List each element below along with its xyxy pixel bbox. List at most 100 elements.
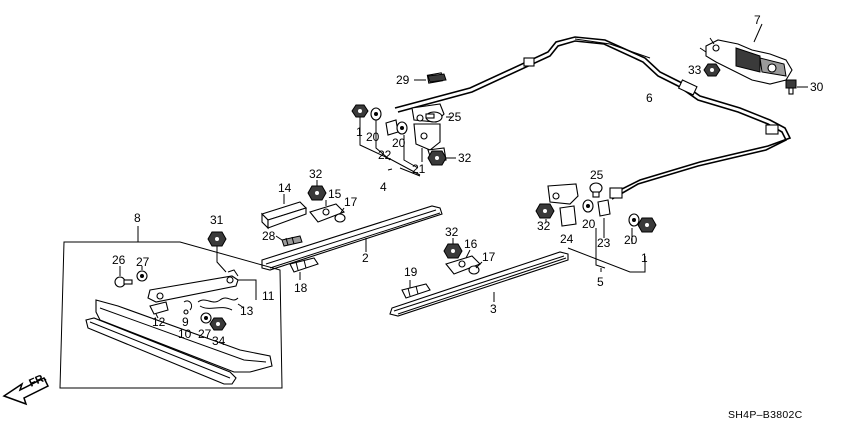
leader-20-left-a <box>375 120 391 161</box>
leader-20-right-a <box>595 228 606 269</box>
bolt-25-left <box>425 111 443 123</box>
washer-27-bottom <box>200 312 212 324</box>
callout-1-right: 1 <box>641 251 648 265</box>
shoe-19 <box>401 283 431 299</box>
nut-32-right <box>535 203 555 219</box>
callout-12: 12 <box>152 315 166 329</box>
callout-7: 7 <box>754 13 761 27</box>
nut-33 <box>703 63 721 77</box>
callout-28: 28 <box>262 229 276 243</box>
callout-15: 15 <box>328 187 342 201</box>
washer-27-top <box>136 270 148 282</box>
callout-14: 14 <box>278 181 292 195</box>
deflector-assembly-boundary <box>59 241 283 389</box>
callout-25-left: 25 <box>448 110 462 124</box>
callout-19: 19 <box>404 265 418 279</box>
front-direction-arrow <box>2 376 50 406</box>
callout-31: 31 <box>210 213 224 227</box>
pin-10 <box>183 309 189 315</box>
callout-20-right-b: 20 <box>624 233 638 247</box>
spring-clip-9 <box>183 300 193 311</box>
callout-3: 3 <box>490 302 497 316</box>
callout-4: 4 <box>380 180 387 194</box>
callout-33: 33 <box>688 63 702 77</box>
callout-32-right: 32 <box>537 219 551 233</box>
diagram-code: SH4P–B3802C <box>728 409 803 421</box>
callout-32-right-rail: 32 <box>445 225 459 239</box>
callout-5: 5 <box>597 275 604 289</box>
slider-15 <box>309 203 345 223</box>
bolt-26 <box>114 276 133 288</box>
nut-1-right <box>637 217 657 233</box>
callout-30: 30 <box>810 80 824 94</box>
cable-bracket-right-group <box>547 183 579 227</box>
leader-11 <box>238 279 257 300</box>
callout-32-left-rail: 32 <box>309 167 323 181</box>
callout-10: 10 <box>178 327 192 341</box>
callout-6: 6 <box>646 91 653 105</box>
nut-1-left <box>351 104 369 118</box>
callout-17-upper: 17 <box>344 195 358 209</box>
leader-4 <box>387 167 421 177</box>
nut-32-upper <box>427 150 447 166</box>
nut-31 <box>207 231 227 273</box>
callout-29: 29 <box>396 73 410 87</box>
callout-27-bottom: 27 <box>198 327 212 341</box>
leader-16 <box>465 249 471 259</box>
leader-20-left-b <box>403 135 419 169</box>
callout-9: 9 <box>182 315 189 329</box>
leader-1-left <box>359 117 421 176</box>
deflector-arm <box>147 269 239 303</box>
callout-11: 11 <box>262 289 275 303</box>
callout-32-upper: 32 <box>458 151 472 165</box>
bolt-25-right <box>589 182 603 198</box>
deflector-seal <box>85 317 237 385</box>
washer-20-right-b <box>628 213 640 227</box>
callout-26: 26 <box>112 253 126 267</box>
clip-29 <box>427 73 447 83</box>
callout-1-left: 1 <box>356 125 363 139</box>
deflector-spring <box>197 297 239 311</box>
callout-24: 24 <box>560 232 574 246</box>
shoe-28 <box>281 235 303 247</box>
nut-32-left-rail <box>307 185 327 201</box>
leader-17-upper <box>339 207 345 215</box>
leader-7 <box>753 23 763 43</box>
callout-22: 22 <box>378 148 392 162</box>
callout-17-lower: 17 <box>482 250 496 264</box>
leader-5-group <box>567 247 646 273</box>
guide-rail-left <box>261 205 443 271</box>
leader-17-lower <box>475 261 483 269</box>
callout-20-left-b: 20 <box>392 136 406 150</box>
washer-20-left-b <box>396 121 408 135</box>
callout-25-right: 25 <box>590 168 604 182</box>
bracket-12 <box>149 301 169 315</box>
callout-2: 2 <box>362 251 369 265</box>
washer-20-right-a <box>582 199 594 213</box>
callout-27-top: 27 <box>136 255 150 269</box>
clip-22 <box>385 119 399 136</box>
nut-34 <box>209 317 227 331</box>
leader-28 <box>275 235 283 241</box>
leader-13 <box>237 303 245 309</box>
clip-17-upper <box>334 213 346 223</box>
guide-rail-right <box>389 251 569 317</box>
callout-18: 18 <box>294 281 308 295</box>
washer-20-left-a <box>370 107 382 121</box>
callout-8: 8 <box>134 211 141 225</box>
clip-23 <box>597 199 611 217</box>
callout-20-left-a: 20 <box>366 130 380 144</box>
callout-16: 16 <box>464 237 478 251</box>
callout-23: 23 <box>597 236 611 250</box>
deflector-stopper-14 <box>260 201 308 230</box>
wind-deflector-panel <box>95 299 273 373</box>
callout-21: 21 <box>412 162 426 176</box>
sunroof-cable-assembly <box>394 36 792 200</box>
callout-34: 34 <box>212 334 226 348</box>
bolt-30 <box>785 79 797 95</box>
leader-12 <box>155 313 159 319</box>
sunroof-motor <box>699 37 793 85</box>
callout-13: 13 <box>240 304 254 318</box>
